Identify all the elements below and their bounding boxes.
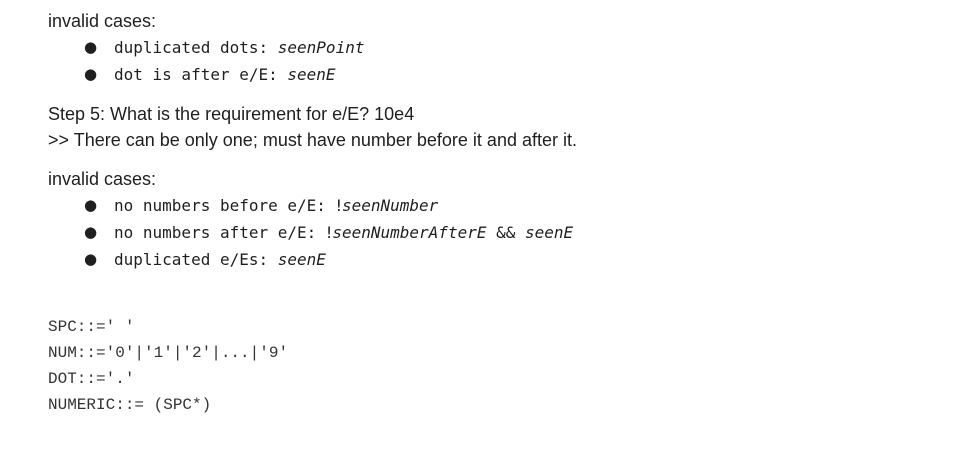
bullet-icon: ● xyxy=(84,223,98,241)
bullet-icon: ● xyxy=(84,65,98,83)
invalid-cases-list-1: ● duplicated dots: seenPoint ● dot is afte… xyxy=(48,34,948,88)
list-item: ● no numbers after e/E: !seenNumberAfterE… xyxy=(48,219,948,246)
list-item: ● dot is after e/E: seenE xyxy=(48,61,948,88)
item-variable: seenE xyxy=(277,250,326,269)
grammar-block: SPC::=' ' NUM::='0'|'1'|'2'|...|'9' DOT:… xyxy=(48,314,948,418)
item-text: duplicated e/Es: xyxy=(114,250,278,269)
invalid-cases-heading-1: invalid cases: xyxy=(48,11,157,31)
item-variable: seenE xyxy=(287,65,336,84)
item-variable: seenPoint xyxy=(277,38,365,57)
spacer xyxy=(48,153,948,166)
item-negation: ! xyxy=(335,196,342,215)
item-variable: seenNumberAfterE xyxy=(332,223,487,242)
step5-answer: >> There can be only one; must have numb… xyxy=(48,130,577,150)
list-item: ● duplicated e/Es: seenE xyxy=(48,246,948,273)
bullet-icon: ● xyxy=(84,196,98,214)
item-text: no numbers after e/E: xyxy=(114,223,326,242)
item-text: no numbers before e/E: xyxy=(114,196,336,215)
item-operator: && xyxy=(486,223,525,242)
grammar-line: NUM::='0'|'1'|'2'|...|'9' xyxy=(48,344,289,362)
item-text: duplicated dots: xyxy=(114,38,278,57)
list-item: ● no numbers before e/E: !seenNumber xyxy=(48,192,948,219)
grammar-line: NUMERIC::= (SPC*) xyxy=(48,396,212,414)
item-negation: ! xyxy=(325,223,333,242)
bullet-icon: ● xyxy=(84,38,98,56)
spacer xyxy=(48,273,948,314)
bullet-icon: ● xyxy=(84,250,98,268)
spacer xyxy=(48,88,948,101)
step5-title: Step 5: What is the requirement for e/E?… xyxy=(48,104,415,124)
document-body: invalid cases: ● duplicated dots: seenPoi… xyxy=(48,0,948,418)
invalid-cases-list-2: ●no numbers before e/E: !seenNumber ●no … xyxy=(48,192,948,273)
grammar-line: DOT::='.' xyxy=(48,370,135,388)
invalid-cases-heading-2: invalid cases: xyxy=(48,169,157,189)
item-variable: seenNumber xyxy=(341,196,439,215)
item-text: dot is after e/E: xyxy=(114,65,288,84)
list-item: ● duplicated dots: seenPoint xyxy=(48,34,948,61)
grammar-line: SPC::=' ' xyxy=(48,318,135,336)
item-variable-2: seenE xyxy=(525,223,574,242)
